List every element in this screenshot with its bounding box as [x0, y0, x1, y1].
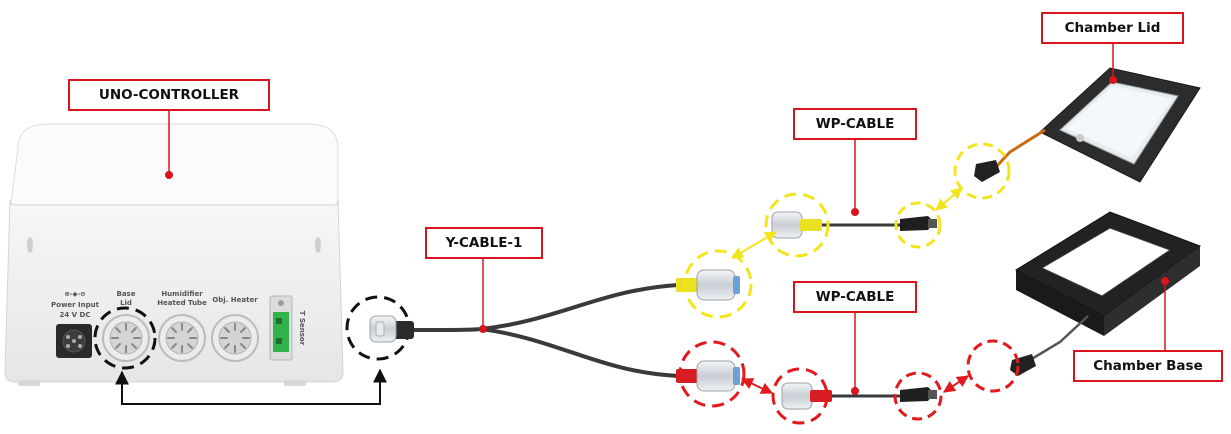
wp-cable-bottom-label: WP-CABLE [793, 281, 917, 313]
power-jack [56, 324, 92, 358]
humidifier-label-line2: Heated Tube [157, 299, 207, 307]
leader-dots [165, 76, 1169, 395]
voltage-label: 24 V DC [60, 311, 91, 319]
yellow-connection-arrow [730, 231, 778, 259]
power-input-label: Power Input [51, 301, 100, 309]
base-lid-label-line2: Lid [120, 299, 132, 307]
t-sensor-terminal [269, 295, 293, 361]
leader-lines [168, 42, 1166, 391]
humidifier-socket [158, 314, 206, 362]
base-lid-socket [102, 314, 150, 362]
red-connection-arrow [740, 378, 774, 394]
obj-heater-socket [211, 314, 259, 362]
red-highlight-base-plug [966, 339, 1020, 393]
chamber-lid-device [974, 67, 1201, 183]
obj-heater-label: Obj. Heater [212, 296, 258, 304]
yellow-connection-arrow [935, 187, 963, 211]
t-sensor-label: T Sensor [298, 311, 306, 346]
chamber-base-label: Chamber Base [1073, 350, 1223, 382]
wp-cable-top [771, 211, 937, 239]
foot [284, 380, 306, 386]
red-highlight-wp-plug [771, 367, 829, 425]
chamber-base-device [1010, 211, 1202, 376]
yellow-highlight-wp-plug [764, 192, 830, 258]
base-lid-highlight-circle [93, 306, 157, 370]
controller-connection-arrow [115, 368, 387, 405]
vent-slot [315, 237, 321, 253]
y-cable-label: Y-CABLE-1 [425, 227, 543, 259]
wp-cable-bottom [781, 382, 937, 410]
uno-controller-device: ⊕-◆-⊖ Power Input 24 V DC Base Lid Humid… [4, 123, 344, 386]
wp-cable-top-label: WP-CABLE [793, 108, 917, 140]
red-highlight-wp-end [893, 371, 943, 421]
red-connection-arrow [943, 375, 969, 393]
base-lid-label-line1: Base [117, 290, 136, 298]
yellow-highlight-wp-end [894, 201, 942, 249]
yellow-highlight-lid-plug [953, 142, 1011, 200]
uno-controller-label: UNO-CONTROLLER [68, 79, 270, 111]
humidifier-label-line1: Humidifier [161, 290, 203, 298]
red-highlight-ycable-end [678, 340, 746, 408]
vent-slot [27, 237, 33, 253]
yellow-highlight-ycable-end [683, 249, 753, 319]
chamber-lid-label: Chamber Lid [1041, 12, 1184, 44]
y-cable [369, 269, 740, 392]
foot [18, 380, 40, 386]
polarity-symbol: ⊕-◆-⊖ [64, 290, 85, 298]
